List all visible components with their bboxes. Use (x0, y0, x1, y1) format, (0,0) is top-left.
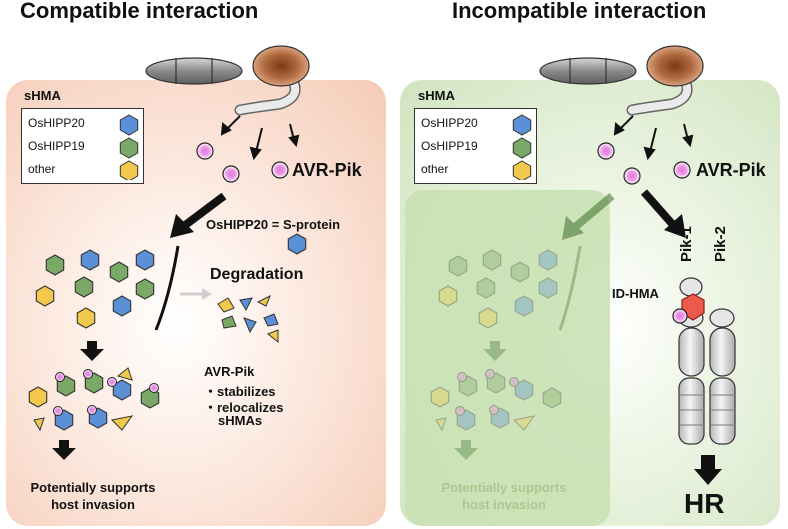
faded-shma-pool (430, 245, 582, 460)
avr-effects-title: AVR-Pik (204, 364, 255, 379)
big-arrow-to-pik (641, 189, 686, 238)
avr-pik-dots-left (196, 142, 289, 183)
down-arrow-left-2 (52, 440, 76, 460)
down-arrow-left-1 (80, 341, 104, 361)
avr-pik-label-right: AVR-Pik (696, 160, 766, 180)
degradation-label: Degradation (210, 266, 304, 283)
shma-label-right: sHMA (418, 88, 455, 103)
avr-effect-stabilizes: ・stabilizes (204, 384, 276, 399)
outcome-faded-line1: Potentially supports (441, 480, 567, 495)
avr-pik-label-left: AVR-Pik (292, 160, 362, 180)
fungal-spore-right (539, 45, 704, 116)
legend-item-oshipp19: OsHIPP19 (28, 139, 85, 153)
legend-swatches-right (512, 114, 532, 180)
avr-effect-shmas: sHMAs (218, 413, 263, 428)
s-protein-label: OsHIPP20 = S-protein (206, 217, 341, 232)
avr-pik-dots-right (597, 142, 691, 185)
id-hma-domain (672, 277, 705, 324)
s-protein-hex (287, 233, 307, 255)
secretion-arrows-right (613, 115, 694, 161)
fungal-spore-left (145, 45, 310, 116)
legend-left: OsHIPP20 OsHIPP19 other (21, 108, 144, 184)
incompatible-title: Incompatible interaction (452, 0, 707, 23)
faded-compatible-panel (405, 190, 610, 526)
secretion-arrows-left (220, 115, 300, 161)
legend-swatches-left (119, 114, 139, 180)
avr-effect-relocalizes: ・relocalizes (204, 400, 284, 415)
hr-label: HR (684, 488, 725, 519)
outcome-left-line1: Potentially supports (30, 480, 156, 495)
pik-2-label: Pik-2 (712, 226, 729, 262)
outcome-faded-line2: host invasion (462, 497, 546, 512)
legend-right: OsHIPP20 OsHIPP19 other (414, 108, 537, 184)
legend-item-other: other (28, 162, 56, 176)
outcome-left-line2: host invasion (51, 497, 135, 512)
membrane-left (154, 245, 180, 331)
pik-2-receptor (709, 308, 736, 445)
legend-item-oshipp20: OsHIPP20 (421, 116, 478, 130)
hr-arrow (694, 455, 722, 485)
degraded-fragments (217, 294, 279, 344)
id-hma-label: ID-HMA (612, 286, 659, 301)
pik-1-label: Pik-1 (678, 226, 695, 262)
shma-label-left: sHMA (24, 88, 61, 103)
big-arrow-left (170, 192, 227, 238)
big-arrow-faded (562, 192, 615, 240)
compatible-title: Compatible interaction (20, 0, 259, 23)
stabilized-shma-left (28, 367, 160, 432)
degradation-arrow (180, 288, 212, 300)
legend-item-oshipp19: OsHIPP19 (421, 139, 478, 153)
legend-item-other: other (421, 162, 449, 176)
legend-item-oshipp20: OsHIPP20 (28, 116, 85, 130)
